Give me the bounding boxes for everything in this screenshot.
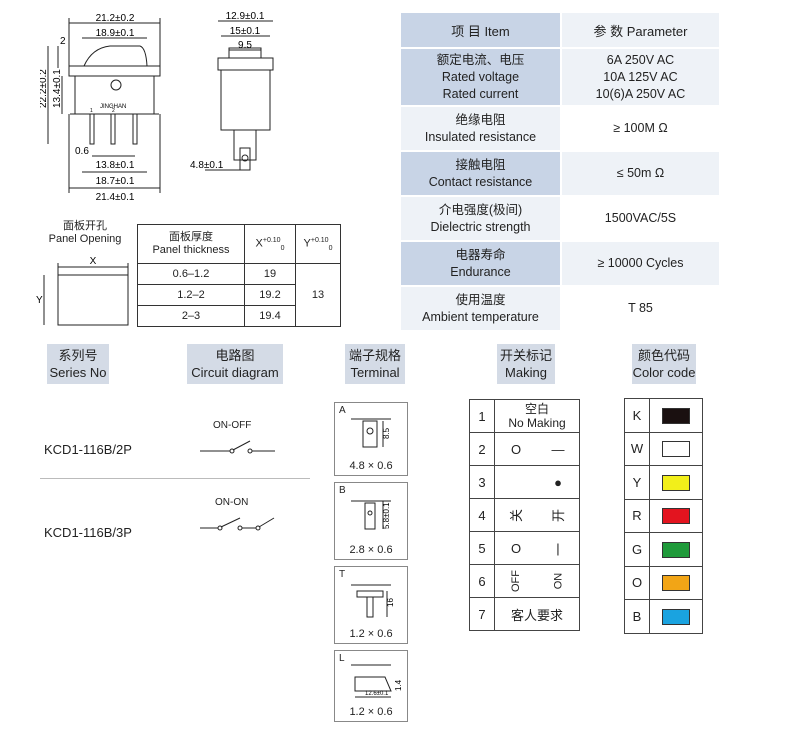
circuit-on-off-symbol [200, 440, 275, 454]
table-row: K [624, 398, 703, 433]
category-series: 系列号 Series No [47, 344, 109, 384]
table-row: 介电强度(极间) Dielectric strength 1500VAC/5S [401, 196, 719, 241]
table-row: G [624, 532, 703, 567]
table-row: Y [624, 465, 703, 500]
dim-inner-width: 18.9±0.1 [96, 28, 135, 39]
panel-opening-drawing: X Y [36, 256, 129, 326]
svg-text:2: 2 [112, 108, 115, 114]
terminal-a: A 8.5 4.8 × 0.6 [334, 402, 408, 476]
table-row: 0.6–1.2 19 13 [137, 263, 341, 327]
logo-text: JINGHAN [100, 104, 126, 110]
dim-pin-span: 13.8±0.1 [96, 160, 135, 171]
parameter-table-header: 项 目 Item 参 数 Parameter [401, 13, 719, 48]
table-row: 1 空白 No Making [469, 399, 580, 433]
switch-side-view-drawing: 12.9±0.1 15±0.1 9.5 4.8±0.1 [190, 11, 274, 171]
table-row: 电器寿命 Endurance ≥ 10000 Cycles [401, 241, 719, 286]
table-row: 4 关 开 [469, 498, 580, 532]
svg-text:12.6±0.1: 12.6±0.1 [365, 691, 389, 697]
dim-body-height: 13.4±0.1 [52, 69, 63, 108]
terminal-l: L 12.6±0.1 1.4 1.2 × 0.6 [334, 650, 408, 722]
svg-text:8.5: 8.5 [382, 427, 391, 439]
dim-total-width: 21.4±0.1 [96, 192, 135, 203]
color-swatch [662, 508, 690, 525]
table-row: R [624, 498, 703, 533]
color-swatch [662, 575, 690, 592]
dim-height: 22.2±0.2 [40, 69, 49, 108]
table-row: 6 OFF ON [469, 564, 580, 598]
color-swatch [662, 474, 690, 491]
switch-front-view-drawing: JINGHAN 1 2 21.2±0.2 18.9±0.1 2 22.2±0.2… [40, 13, 161, 203]
svg-text:1: 1 [90, 108, 93, 114]
category-making: 开关标记 Making [497, 344, 555, 384]
terminal-t-drawing: 16 [351, 584, 395, 618]
table-row: 接触电阻 Contact resistance ≤ 50m Ω [401, 151, 719, 196]
table-row: 使用温度 Ambient temperature T 85 [401, 286, 719, 331]
color-swatch [662, 608, 690, 625]
circuit-on-on-symbol [200, 517, 275, 531]
table-row: O [624, 565, 703, 600]
table-row: 7 客人要求 [469, 597, 580, 631]
terminal-b: B 5.8±0.1 2.8 × 0.6 [334, 482, 408, 560]
circuit-label-on-off: ON-OFF [213, 420, 252, 431]
series-model-2p: KCD1-116B/2P [44, 442, 132, 457]
header-item: 项 目 Item [401, 13, 562, 48]
dim-side-inner: 9.5 [238, 40, 252, 51]
header-parameter: 参 数 Parameter [560, 13, 719, 48]
y-label: Y [36, 295, 43, 306]
parameter-table: 项 目 Item 参 数 Parameter 额定电流、电压 Rated vol… [401, 13, 719, 332]
table-row: 2–3 19.4 [137, 305, 341, 327]
terminal-a-drawing: 8.5 [351, 418, 391, 448]
table-row: 额定电流、电压 Rated voltage Rated current 6A 2… [401, 48, 719, 106]
color-swatch [662, 541, 690, 558]
dim-top-width: 21.2±0.2 [96, 13, 135, 24]
dim-pin-width: 0.6 [75, 146, 89, 157]
panel-thickness-table: 面板厚度 Panel thickness X+0.100 Y+0.100 0.6… [137, 224, 341, 327]
category-circuit: 电路图 Circuit diagram [187, 344, 283, 384]
svg-text:5.8±0.1: 5.8±0.1 [382, 502, 391, 529]
marking-table: 1 空白 No Making 2 O — 3 ● 4 关 开 5 O | 6 O… [469, 399, 580, 631]
color-swatch [662, 407, 690, 424]
table-row: 5 O | [469, 531, 580, 565]
category-terminal: 端子规格 Terminal [345, 344, 405, 384]
table-row: W [624, 431, 703, 466]
x-label: X [90, 256, 97, 267]
table-row: B [624, 599, 703, 634]
terminal-b-drawing: 5.8±0.1 [351, 500, 391, 530]
dim-base-width: 18.7±0.1 [96, 176, 135, 187]
table-row: 1.2–2 19.2 [137, 284, 341, 306]
table-row: 2 O — [469, 432, 580, 466]
dim-side-mid: 15±0.1 [230, 26, 261, 37]
panel-opening-title: 面板开孔 Panel Opening [48, 220, 122, 245]
series-model-3p: KCD1-116B/3P [44, 525, 132, 540]
color-code-table: K W Y R G O B [624, 398, 703, 634]
category-color: 颜色代码 Color code [632, 344, 696, 384]
table-row: 3 ● [469, 465, 580, 499]
row-divider [40, 478, 310, 479]
terminal-l-drawing: 12.6±0.1 1.4 [351, 664, 403, 698]
svg-text:16: 16 [386, 598, 395, 607]
circuit-label-on-on: ON-ON [215, 497, 249, 508]
terminal-t: T 16 1.2 × 0.6 [334, 566, 408, 644]
dim-top-offset: 2 [60, 36, 66, 47]
color-swatch [662, 441, 690, 458]
table-row: 绝缘电阻 Insulated resistance ≥ 100M Ω [401, 106, 719, 151]
svg-text:1.4: 1.4 [394, 679, 403, 691]
dim-side-top: 12.9±0.1 [226, 11, 265, 22]
dim-side-pin: 4.8±0.1 [190, 160, 224, 171]
